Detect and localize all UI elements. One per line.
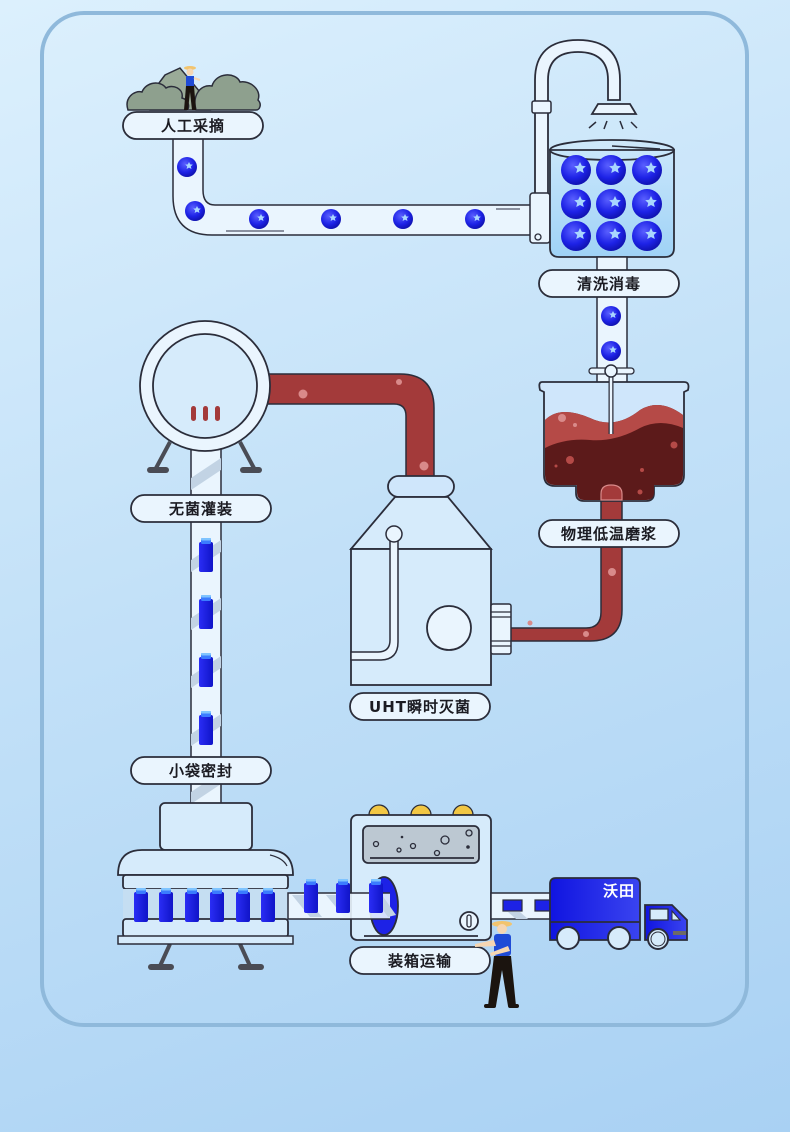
step-label-packing-text: 装箱运输: [387, 952, 452, 970]
washing-station: [529, 39, 675, 258]
conveyor-packing-to-truck: [490, 892, 555, 920]
bottle: [369, 879, 383, 913]
step-label-grinding: 物理低温磨浆: [538, 519, 680, 548]
step-label-sealing-text: 小袋密封: [169, 762, 233, 780]
blueberry: [321, 209, 341, 229]
uht-sterilizer: [349, 475, 512, 686]
bottle: [185, 888, 199, 922]
step-label-filling-text: 无菌灌装: [168, 500, 233, 518]
bottle: [304, 879, 318, 913]
step-label-picking: 人工采摘: [122, 111, 264, 140]
water-spray: [588, 120, 638, 130]
blueberry: [465, 209, 485, 229]
juice-pipe-uht-to-filler: [261, 373, 435, 479]
worker-packing: [475, 921, 519, 1008]
bottle: [199, 538, 213, 572]
juice-pipe-grinder-to-uht: [509, 484, 623, 642]
bottle: [159, 888, 173, 922]
bottle: [199, 711, 213, 745]
packing-machine: [340, 804, 492, 941]
step-label-uht: UHT瞬时灭菌: [349, 692, 491, 721]
blueberry: [393, 209, 413, 229]
truck-brand: 沃田: [603, 882, 635, 900]
bottle: [236, 888, 250, 922]
picking-scene: [126, 66, 261, 111]
bottle: [199, 595, 213, 629]
bottle: [210, 888, 224, 922]
blueberry: [601, 306, 621, 326]
blueberry: [177, 157, 197, 177]
sealing-machine: [117, 802, 294, 970]
shower-head: [590, 103, 638, 115]
bottle: [199, 653, 213, 687]
conveyor-picking-to-washing: [172, 137, 541, 236]
worker-picking: [184, 66, 201, 110]
step-label-uht-text: UHT瞬时灭菌: [369, 698, 471, 716]
bottle: [261, 888, 275, 922]
blueberry: [185, 201, 205, 221]
blueberry: [249, 209, 269, 229]
step-label-sealing: 小袋密封: [130, 756, 272, 785]
filling-machine: [139, 320, 271, 473]
bottle: [134, 888, 148, 922]
delivery-truck: 沃田: [549, 877, 688, 950]
blueberry: [601, 341, 621, 361]
bottle: [336, 879, 350, 913]
step-label-washing-text: 清洗消毒: [577, 275, 641, 293]
step-label-packing: 装箱运输: [349, 946, 491, 975]
step-label-washing: 清洗消毒: [538, 269, 680, 298]
grinding-tank: [538, 364, 690, 502]
bush-right: [194, 74, 261, 111]
step-label-filling: 无菌灌装: [130, 494, 272, 523]
step-label-picking-text: 人工采摘: [161, 117, 225, 135]
frame-border: [40, 11, 749, 1027]
step-label-grinding-text: 物理低温磨浆: [561, 525, 657, 543]
